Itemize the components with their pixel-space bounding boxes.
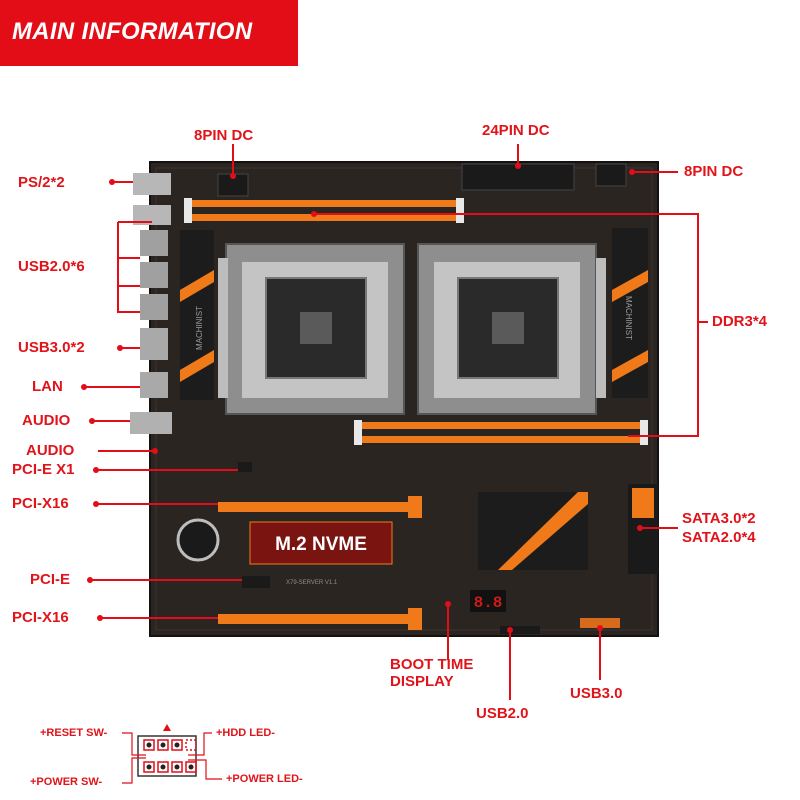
- silk-right: MACHINIST: [624, 296, 633, 340]
- label-reset-sw: +RESET SW-: [40, 727, 108, 739]
- label-24pin-dc: 24PIN DC: [482, 122, 550, 139]
- label-8pin-dc-top: 8PIN DC: [194, 127, 254, 144]
- vrm-heatsink-left: MACHINIST: [180, 230, 214, 400]
- m2-slot-box: [249, 521, 393, 565]
- front-panel-diagram: [122, 724, 222, 784]
- label-usb30: USB3.0: [570, 685, 623, 702]
- label-sata3: SATA3.0*2: [682, 510, 756, 527]
- header-banner: MAIN INFORMATION: [0, 0, 298, 66]
- dimm-slots: [184, 198, 648, 445]
- label-pcix16-1: PCI-X16: [12, 495, 69, 512]
- label-8pin-dc-right: 8PIN DC: [684, 163, 744, 180]
- label-pcie: PCI-E: [30, 571, 71, 588]
- label-usb30x2: USB3.0*2: [18, 339, 85, 356]
- label-power-led: +POWER LED-: [226, 773, 303, 785]
- callout-dots: [81, 163, 643, 633]
- cpu-socket-left: [218, 243, 405, 415]
- label-lan: LAN: [32, 378, 63, 395]
- label-sata2: SATA2.0*4: [682, 529, 756, 546]
- header-title: MAIN INFORMATION: [12, 18, 253, 45]
- label-ps2: PS/2*2: [18, 174, 65, 191]
- cpu-power-8pin-right: [595, 163, 627, 187]
- vrm-heatsink-right: MACHINIST: [612, 228, 648, 398]
- m2-label: M.2 NVME: [275, 534, 367, 555]
- label-hdd-led: +HDD LED-: [216, 727, 275, 739]
- label-pcix16-2: PCI-X16: [12, 609, 69, 626]
- cpu-socket-right: [417, 243, 606, 415]
- label-pcie-x1: PCI-E X1: [12, 461, 75, 478]
- silk-model: X79-SERVER V1.1: [286, 580, 338, 586]
- label-usb20x6: USB2.0*6: [18, 258, 85, 275]
- label-power-sw: +POWER SW-: [30, 776, 103, 788]
- cmos-battery: [176, 518, 220, 562]
- debug-display: [470, 590, 506, 612]
- silk-left: MACHINIST: [195, 306, 204, 350]
- label-usb20: USB2.0: [476, 705, 529, 722]
- usb3-header: [580, 618, 620, 628]
- pcie-slots: [218, 462, 422, 630]
- chipset-heatsink: [478, 492, 588, 570]
- rear-io: [130, 173, 172, 434]
- label-audio-1: AUDIO: [22, 412, 71, 429]
- label-boot-time: BOOT TIME: [390, 656, 474, 673]
- label-audio-2: AUDIO: [26, 442, 75, 459]
- debug-display-digits: 8.8: [474, 594, 503, 612]
- label-display: DISPLAY: [390, 673, 454, 690]
- callout-lines: [84, 144, 708, 700]
- usb2-header: [500, 626, 540, 634]
- label-ddr3: DDR3*4: [712, 313, 768, 330]
